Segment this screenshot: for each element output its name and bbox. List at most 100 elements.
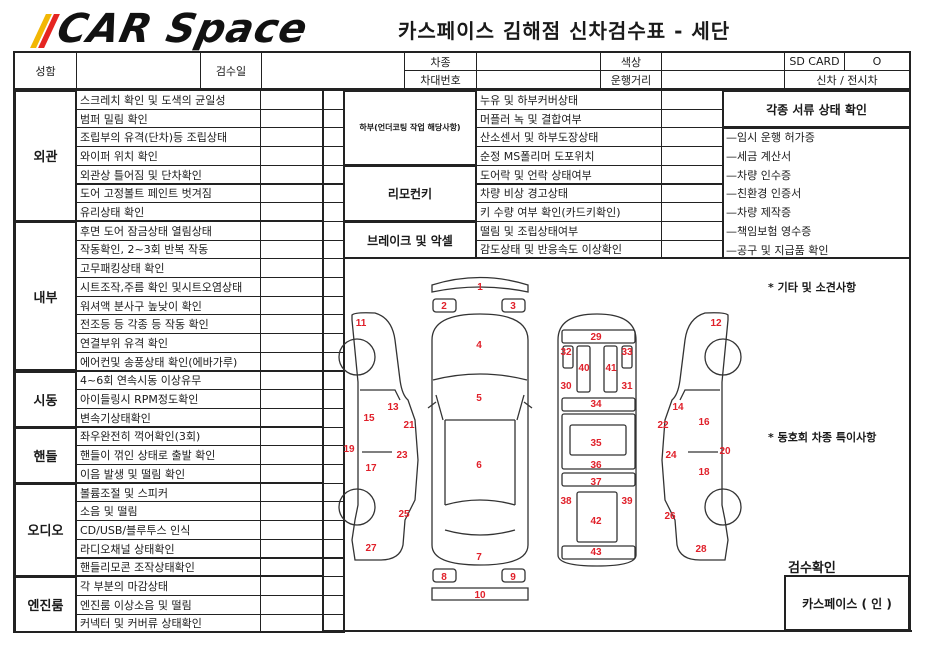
spacer-cell <box>322 164 344 185</box>
svg-text:41: 41 <box>605 363 617 374</box>
check-cell[interactable] <box>260 576 323 596</box>
section-divider <box>14 575 324 578</box>
mileage-field[interactable] <box>661 70 785 89</box>
page-title: 카스페이스 김해점 신차검수표 - 세단 <box>398 19 731 43</box>
check-cell[interactable] <box>661 146 723 166</box>
spacer-cell <box>322 146 344 166</box>
check-cell[interactable] <box>661 183 723 204</box>
svg-text:8: 8 <box>441 572 447 583</box>
section-divider <box>14 219 324 222</box>
checklist-item: 도어 고정볼트 페인트 벗겨짐 <box>76 183 261 204</box>
svg-text:40: 40 <box>578 363 590 374</box>
category-2: 시동 <box>14 370 77 428</box>
checklist-item: 산소센서 및 하부도장상태 <box>476 127 662 148</box>
document-item[interactable]: —세금 계산서 <box>726 150 792 164</box>
spacer-cell <box>322 220 344 241</box>
check-cell[interactable] <box>260 258 323 278</box>
car-type-label: 차종 <box>404 52 477 71</box>
svg-text:37: 37 <box>590 477 602 488</box>
checklist-item: 전조등 등 각종 등 작동 확인 <box>76 314 261 335</box>
check-cell[interactable] <box>260 482 323 503</box>
inspection-date-label: 검수일 <box>200 52 262 89</box>
check-cell[interactable] <box>260 426 323 447</box>
svg-text:9: 9 <box>510 572 516 583</box>
check-cell[interactable] <box>260 164 323 185</box>
checklist-item: 떨림 및 조립상태여부 <box>476 220 662 241</box>
spacer-cell <box>322 202 344 222</box>
check-cell[interactable] <box>260 277 323 297</box>
middle-category-0: 하부(언더코팅 작업 해당사항) <box>343 90 477 166</box>
check-cell[interactable] <box>661 164 723 185</box>
svg-text:1: 1 <box>477 282 483 293</box>
check-cell[interactable] <box>260 445 323 465</box>
spacer-cell <box>322 183 344 204</box>
color-field[interactable] <box>661 52 785 71</box>
svg-text:3: 3 <box>510 301 516 312</box>
vin-field[interactable] <box>476 70 601 89</box>
document-item[interactable]: —공구 및 지급품 확인 <box>726 243 829 257</box>
car-type-field[interactable] <box>476 52 601 71</box>
inspection-date-field[interactable] <box>261 52 405 89</box>
check-cell[interactable] <box>260 389 323 409</box>
spacer-cell <box>322 239 344 260</box>
document-item[interactable]: —책임보험 영수증 <box>726 224 812 238</box>
check-cell[interactable] <box>260 146 323 166</box>
name-field[interactable] <box>76 52 201 89</box>
check-cell[interactable] <box>260 127 323 148</box>
category-3: 핸들 <box>14 426 77 484</box>
sd-card-value[interactable]: O <box>844 52 910 71</box>
diagram-part-numbers: 1 2 3 4 5 6 7 8 9 10 11 12 13 14 15 16 1… <box>343 282 731 601</box>
check-cell[interactable] <box>260 501 323 522</box>
spacer-cell <box>322 108 344 129</box>
document-item[interactable]: —차량 제작증 <box>726 206 792 220</box>
name-label: 성함 <box>14 52 77 89</box>
checklist-item: 도어락 및 언락 상태여부 <box>476 164 662 185</box>
svg-text:17: 17 <box>365 463 377 474</box>
middle-category-1: 리모컨키 <box>343 164 477 222</box>
car-damage-diagram: 1 2 3 4 5 6 7 8 9 10 11 12 13 14 15 16 1… <box>338 276 742 601</box>
checklist-item: 순정 MS폴리머 도포위치 <box>476 146 662 166</box>
svg-text:34: 34 <box>590 399 602 410</box>
check-cell[interactable] <box>661 108 723 129</box>
category-0: 외관 <box>14 90 77 222</box>
document-item[interactable]: —친환경 인증서 <box>726 187 802 201</box>
section-divider <box>14 89 324 91</box>
checklist-item: 와이퍼 위치 확인 <box>76 146 261 166</box>
document-item[interactable]: —차량 인수증 <box>726 168 792 182</box>
checklist-item: 워셔액 분사구 높낮이 확인 <box>76 295 261 316</box>
check-cell[interactable] <box>260 90 323 110</box>
check-cell[interactable] <box>260 370 323 391</box>
car-status-field[interactable]: 신차 / 전시차 <box>784 70 910 89</box>
documents-list: —임시 운행 허가증 —세금 계산서 —차량 인수증 —친환경 인증서 —차량 제작증 —… <box>722 127 911 260</box>
svg-text:18: 18 <box>698 467 710 478</box>
check-cell[interactable] <box>260 594 323 615</box>
check-cell[interactable] <box>661 127 723 148</box>
logo-text: CAR Space <box>53 6 313 52</box>
document-item[interactable]: —임시 운행 허가증 <box>726 131 815 145</box>
check-cell[interactable] <box>260 239 323 260</box>
section-divider <box>14 369 324 372</box>
svg-text:22: 22 <box>657 420 669 431</box>
check-cell[interactable] <box>260 314 323 335</box>
check-cell[interactable] <box>260 538 323 559</box>
check-cell[interactable] <box>661 90 723 110</box>
check-cell[interactable] <box>260 220 323 241</box>
spacer-cell <box>322 127 344 148</box>
check-cell[interactable] <box>260 183 323 204</box>
checklist-item: 작동확인, 2~3회 반복 작동 <box>76 239 261 260</box>
checklist-item: 엔진룸 이상소음 및 떨림 <box>76 594 261 615</box>
check-cell[interactable] <box>260 108 323 129</box>
mileage-label: 운행거리 <box>600 70 662 89</box>
check-cell[interactable] <box>661 202 723 222</box>
check-cell[interactable] <box>260 520 323 540</box>
svg-text:4: 4 <box>476 340 482 351</box>
middle-bottom-border <box>343 257 911 260</box>
signature-box[interactable]: 카스페이스 ( 인 ) <box>784 575 910 631</box>
check-cell[interactable] <box>260 333 323 353</box>
check-cell[interactable] <box>260 295 323 316</box>
sd-card-label: SD CARD <box>784 52 845 71</box>
svg-text:6: 6 <box>476 460 482 471</box>
svg-text:24: 24 <box>665 450 677 461</box>
check-cell[interactable] <box>661 220 723 241</box>
checklist-item: 고무패킹상태 확인 <box>76 258 261 278</box>
